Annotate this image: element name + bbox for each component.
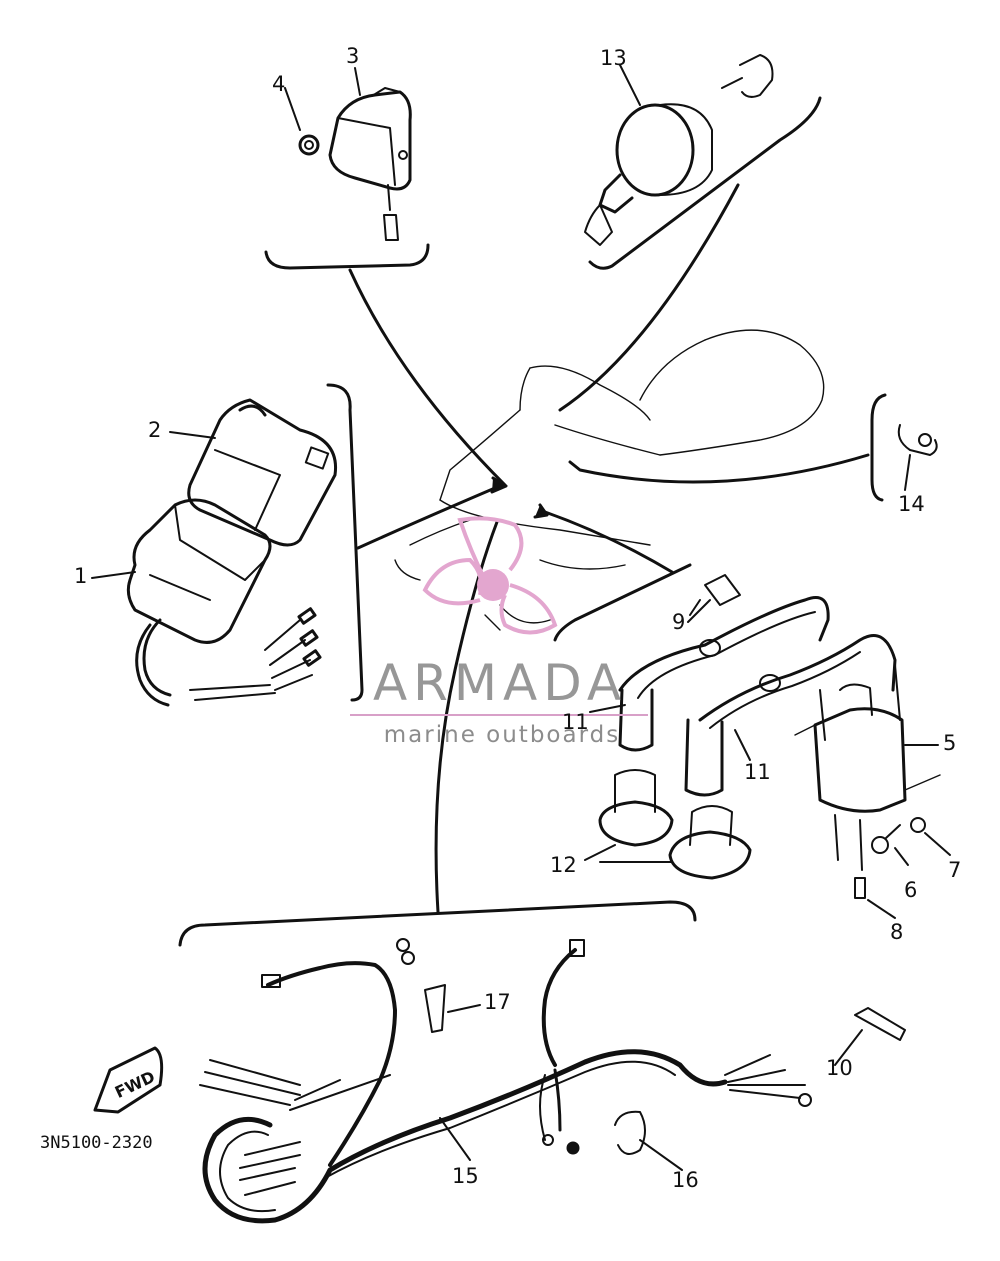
callout-leaders — [91, 64, 951, 1171]
callout-6: 6 — [904, 878, 918, 902]
arrowhead-2 — [533, 503, 549, 519]
bracket-left-group — [326, 383, 364, 702]
callout-10: 10 — [826, 1056, 853, 1080]
clamp-16-drawing — [614, 1110, 646, 1155]
callout-13: 13 — [600, 46, 627, 70]
plug-caps-drawing — [598, 769, 752, 880]
bracket-top-right — [588, 96, 822, 270]
leader-cdi-to-frame — [356, 486, 497, 550]
band-17-drawing — [424, 984, 446, 1033]
leader-clip-to-frame — [568, 453, 870, 484]
leader-switch-to-frame — [558, 183, 740, 412]
callout-5: 5 — [943, 731, 957, 755]
wire-harness-drawing — [199, 938, 812, 1224]
regulator-drawing — [328, 87, 412, 241]
leader-harness-to-frame — [434, 520, 499, 914]
relay-drawing — [187, 398, 338, 547]
watermark-divider — [350, 714, 648, 716]
callout-11-left: 11 — [562, 710, 589, 734]
cdi-unit-drawing — [126, 498, 322, 707]
callout-16: 16 — [672, 1168, 699, 1192]
callout-11-right: 11 — [744, 760, 771, 784]
washer-7-drawing — [910, 817, 926, 833]
callout-15: 15 — [452, 1164, 479, 1188]
callout-4: 4 — [272, 72, 286, 96]
bracket-right-clip — [870, 393, 887, 502]
part-number-code: 3N5100-2320 — [40, 1133, 153, 1153]
bracket-bottom — [178, 900, 697, 947]
bolt-6-drawing — [871, 824, 901, 854]
fwd-plate-drawing — [93, 1046, 164, 1114]
callout-1: 1 — [74, 564, 88, 588]
leader-regulator-to-frame — [348, 268, 507, 487]
callout-14: 14 — [898, 492, 925, 516]
callout-12: 12 — [550, 853, 577, 877]
watermark-subtitle: marine outboards — [383, 722, 621, 748]
watermark-title: ARMADA — [372, 654, 628, 712]
arrowhead-1 — [490, 476, 508, 494]
callout-2: 2 — [148, 418, 162, 442]
bracket-ignition — [553, 563, 692, 642]
main-switch-drawing — [584, 54, 774, 246]
callout-8: 8 — [890, 920, 904, 944]
callout-7: 7 — [948, 858, 962, 882]
bolt-4-drawing — [298, 134, 320, 156]
callout-9: 9 — [672, 610, 686, 634]
ht-cords-drawing — [618, 596, 897, 797]
ignition-coil-drawing — [794, 664, 941, 899]
bracket-top-left — [264, 243, 430, 270]
part-10-drawing — [854, 1007, 906, 1041]
callout-17: 17 — [484, 990, 511, 1014]
clip-14-drawing — [897, 424, 938, 456]
callout-3: 3 — [346, 44, 360, 68]
part-9-drawing — [689, 574, 741, 616]
